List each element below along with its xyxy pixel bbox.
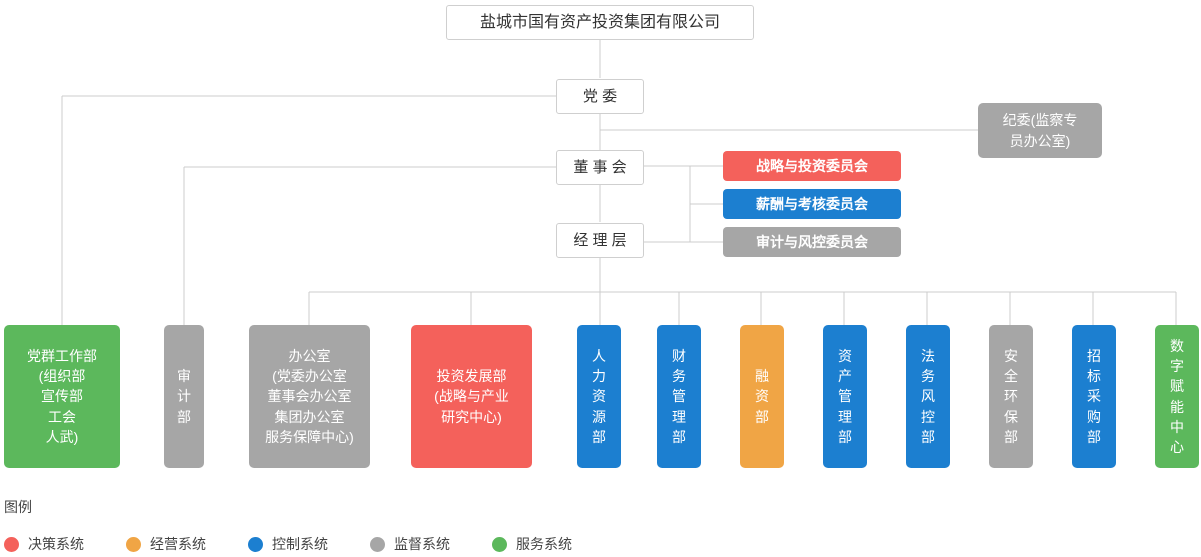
dept-investment-development[interactable]: 投资发展部 (战略与产业 研究中心) — [411, 325, 532, 468]
dept-digital-empowerment-center[interactable]: 数 字 赋 能 中 心 — [1155, 325, 1199, 468]
legend-label-supervision: 监督系统 — [394, 536, 450, 552]
node-discipline-inspection[interactable]: 纪委(监察专 员办公室) — [978, 103, 1102, 158]
legend-dot-service-icon — [492, 536, 507, 552]
dept-audit[interactable]: 审 计 部 — [164, 325, 204, 468]
legend-dot-operation-icon — [126, 536, 141, 552]
node-party-committee[interactable]: 党 委 — [556, 79, 644, 114]
legend-item-supervision: 监督系统 — [370, 534, 450, 554]
dept-party-mass-work[interactable]: 党群工作部 (组织部 宣传部 工会 人武) — [4, 325, 120, 468]
legend-title: 图例 — [4, 499, 32, 515]
node-company[interactable]: 盐城市国有资产投资集团有限公司 — [446, 5, 754, 40]
dept-human-resources[interactable]: 人 力 资 源 部 — [577, 325, 621, 468]
legend-dot-control-icon — [248, 536, 263, 552]
legend-item-service: 服务系统 — [492, 534, 572, 554]
legend: 决策系统 经营系统 控制系统 监督系统 服务系统 — [4, 534, 614, 554]
node-board-of-directors[interactable]: 董 事 会 — [556, 150, 644, 185]
legend-label-decision: 决策系统 — [28, 536, 84, 552]
dept-safety-environment[interactable]: 安 全 环 保 部 — [989, 325, 1033, 468]
legend-dot-decision-icon — [4, 536, 19, 552]
dept-office[interactable]: 办公室 (党委办公室 董事会办公室 集团办公室 服务保障中心) — [249, 325, 370, 468]
committee-audit-riskcontrol[interactable]: 审计与风控委员会 — [723, 227, 901, 257]
node-management-layer[interactable]: 经 理 层 — [556, 223, 644, 258]
committee-strategy-investment[interactable]: 战略与投资委员会 — [723, 151, 901, 181]
legend-item-control: 控制系统 — [248, 534, 328, 554]
dept-financing[interactable]: 融 资 部 — [740, 325, 784, 468]
dept-legal-riskcontrol[interactable]: 法 务 风 控 部 — [906, 325, 950, 468]
dept-bidding-procurement[interactable]: 招 标 采 购 部 — [1072, 325, 1116, 468]
legend-label-service: 服务系统 — [516, 536, 572, 552]
dept-financial-management[interactable]: 财 务 管 理 部 — [657, 325, 701, 468]
legend-label-control: 控制系统 — [272, 536, 328, 552]
legend-item-decision: 决策系统 — [4, 534, 84, 554]
dept-asset-management[interactable]: 资 产 管 理 部 — [823, 325, 867, 468]
legend-label-operation: 经营系统 — [150, 536, 206, 552]
legend-dot-supervision-icon — [370, 536, 385, 552]
committee-compensation-assessment[interactable]: 薪酬与考核委员会 — [723, 189, 901, 219]
legend-item-operation: 经营系统 — [126, 534, 206, 554]
